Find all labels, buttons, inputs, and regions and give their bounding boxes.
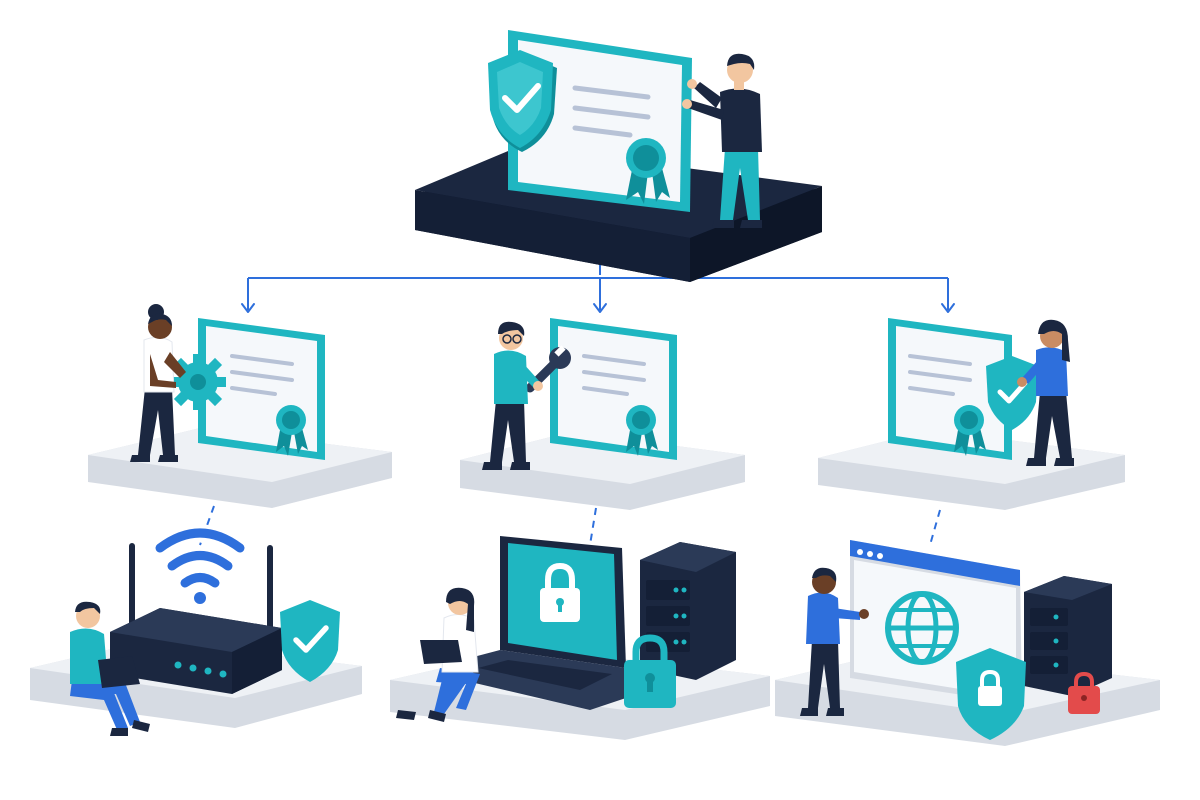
shield-check-icon (280, 600, 340, 682)
certificate-left (198, 318, 325, 460)
laptop-icon (462, 536, 650, 710)
padlock-icon (540, 562, 580, 622)
person-user-laptop (396, 587, 480, 722)
person-user-router (70, 601, 150, 736)
connector-lines (199, 262, 955, 546)
endpoint-node-laptop (390, 536, 770, 740)
server-rack-icon (1024, 576, 1112, 696)
root-certificate (488, 30, 692, 212)
certificate-right (888, 318, 1038, 460)
seal-ribbon-icon (276, 405, 308, 456)
seal-ribbon-icon (626, 138, 670, 204)
padlock-red-icon (1068, 671, 1100, 714)
wifi-router-icon (110, 543, 282, 694)
gear-icon (170, 354, 226, 410)
server-rack-icon (640, 542, 736, 680)
person-user-browser (800, 567, 869, 716)
shield-lock-icon (956, 648, 1026, 740)
certificate-text-line (572, 85, 651, 100)
person-security-officer-right (1017, 319, 1074, 466)
root-ca-node (415, 30, 822, 282)
dashed-link-right (929, 509, 941, 546)
root-administrator-person (682, 53, 762, 228)
globe-icon (885, 591, 959, 665)
shield-check-icon (986, 356, 1038, 430)
seal-ribbon-icon (954, 405, 986, 456)
shield-check-icon (488, 50, 557, 152)
dashed-link-left (199, 505, 215, 546)
person-engineer-left (130, 304, 186, 462)
endpoint-node-wifi-router (30, 528, 362, 736)
intermediate-node-center (460, 318, 745, 510)
padlock-icon (624, 634, 676, 708)
person-technician-center (482, 321, 543, 470)
dashed-link-center (589, 507, 597, 546)
seal-ribbon-icon (626, 405, 658, 456)
wifi-icon (155, 528, 245, 604)
intermediate-node-left (88, 304, 392, 508)
certificate-center (550, 318, 677, 460)
intermediate-node-right (818, 318, 1125, 510)
endpoint-node-web-browser (775, 540, 1160, 746)
